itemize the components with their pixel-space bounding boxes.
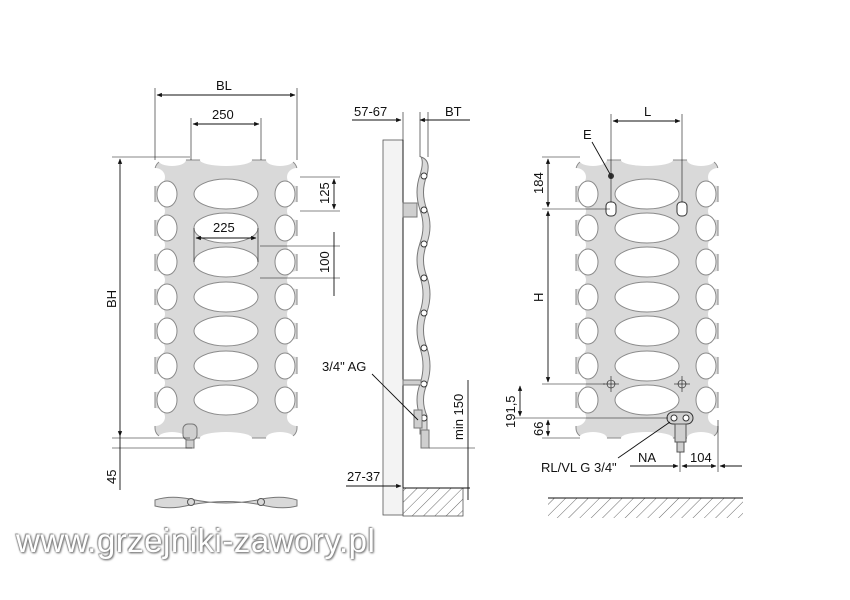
top-offset-label: 184 xyxy=(531,172,546,194)
front-view: BL 250 225 125 100 BH 45 xyxy=(104,78,340,509)
bt-label: BT xyxy=(445,104,462,119)
bh-label: BH xyxy=(104,290,119,308)
side-view: 57-67 BT 3/4" AG min 150 27-37 xyxy=(322,104,475,517)
bl-label: BL xyxy=(216,78,232,93)
h-label: H xyxy=(531,293,546,302)
bottom-offset-right-label: 66 xyxy=(531,422,546,436)
front-radiator-body xyxy=(145,154,307,449)
side-offset-label: 104 xyxy=(690,450,712,465)
right-radiator-body xyxy=(566,154,728,453)
watermark: www.grzejniki-zawory.pl xyxy=(16,522,376,559)
bottom-gap-label: 27-37 xyxy=(347,469,380,484)
valve-label: RL/VL G 3/4" xyxy=(541,460,617,475)
floor-clearance-label: min 150 xyxy=(451,394,466,440)
hole-width-label: 225 xyxy=(213,220,235,235)
spacing-label: L xyxy=(644,104,651,119)
top-view-strip xyxy=(154,496,298,509)
centre-distance-label: 250 xyxy=(212,107,234,122)
lower-offset-label: 191,5 xyxy=(503,395,518,428)
connection-view: L E 184 H 191,5 66 RL/VL G 3/4" NA 104 xyxy=(503,104,743,518)
bleed-label: E xyxy=(583,127,592,142)
na-label: NA xyxy=(638,450,656,465)
hole-height-label: 100 xyxy=(317,251,332,273)
connection-label: 3/4" AG xyxy=(322,359,366,374)
bottom-offset-label: 45 xyxy=(104,470,119,484)
wall-gap-label: 57-67 xyxy=(354,104,387,119)
row-pitch-label: 125 xyxy=(317,182,332,204)
